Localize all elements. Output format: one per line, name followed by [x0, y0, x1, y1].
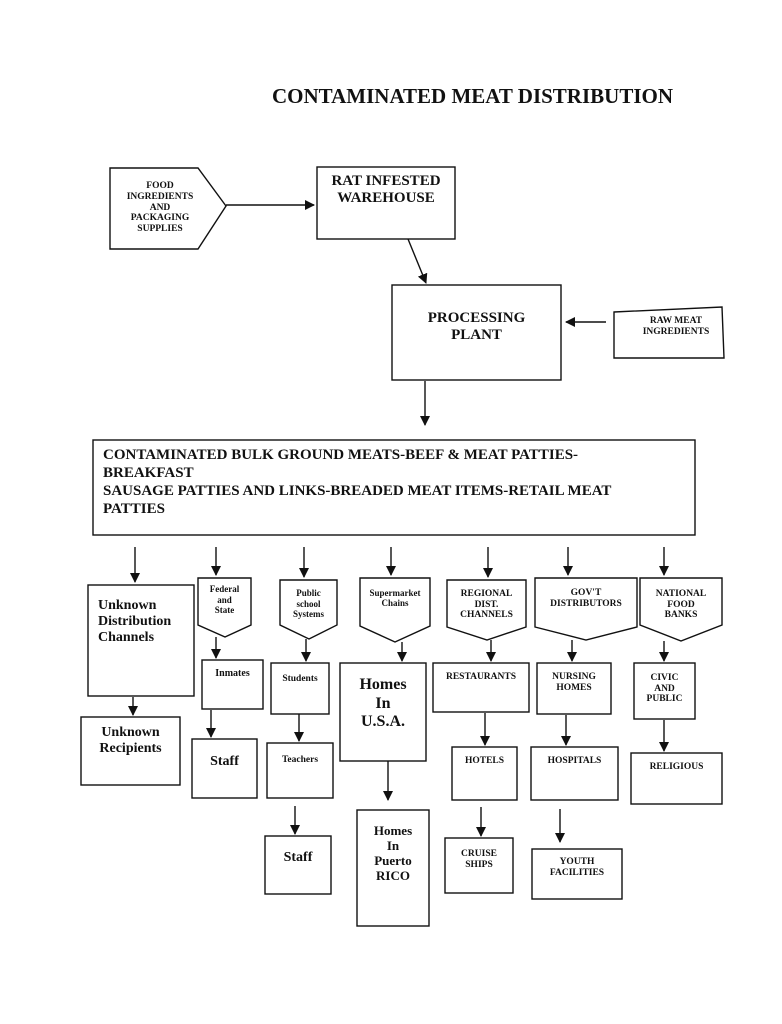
federal-staff-label: Staff — [210, 753, 239, 769]
public-school-shape — [279, 579, 338, 640]
supermarket-shape — [359, 577, 431, 643]
youth-facilities-box — [531, 848, 623, 900]
processing-plant-label: PROCESSING PLANT — [427, 309, 526, 343]
contaminated-products-banner — [92, 439, 696, 536]
food-banks-label: NATIONAL FOOD BANKS — [655, 588, 707, 621]
religious-label: RELIGIOUS — [649, 761, 704, 772]
hotels-label: HOTELS — [464, 755, 505, 766]
youth-facilities-label: YOUTH FACILITIES — [549, 857, 605, 878]
students-box — [270, 662, 330, 715]
inmates-box — [201, 659, 264, 710]
civic-public-box — [633, 662, 696, 720]
unknown-channels-label: Unknown Distribution Channels — [98, 597, 172, 646]
restaurants-box — [432, 662, 530, 713]
restaurants-label: RESTAURANTS — [445, 671, 517, 682]
school-staff-label: Staff — [283, 849, 313, 865]
arrow-warehouse-to-plant — [407, 238, 428, 284]
hospitals-box — [530, 746, 619, 801]
inmates-label: Inmates — [215, 668, 250, 680]
students-label: Students — [282, 673, 318, 684]
cruise-ships-label: CRUISE SHIPS — [461, 849, 497, 870]
warehouse-box — [316, 166, 456, 240]
hotels-box — [451, 746, 518, 801]
contaminated-products-text: CONTAMINATED BULK GROUND MEATS-BEEF & ME… — [103, 447, 612, 517]
regional-label: REGIONAL DIST. CHANNELS — [460, 588, 513, 621]
federal-state-shape — [197, 577, 252, 638]
regional-shape — [446, 579, 527, 641]
religious-box — [630, 752, 723, 805]
unknown-recipients-label: Unknown Recipients — [99, 724, 162, 756]
homes-puerto-rico-label: Homes In Puerto RICO — [373, 823, 413, 883]
govt-shape — [534, 577, 638, 641]
raw-meat-label: RAW MEAT INGREDIENTS — [642, 316, 710, 337]
food-banks-shape — [639, 577, 723, 642]
nursing-homes-label: NURSING HOMES — [552, 672, 596, 693]
federal-state-label: Federal and State — [209, 584, 240, 616]
nursing-homes-box — [536, 662, 612, 715]
civic-public-label: CIVIC AND PUBLIC — [646, 672, 683, 705]
homes-puerto-rico-box — [356, 809, 430, 927]
federal-staff-box — [191, 738, 258, 799]
raw-meat-shape — [613, 306, 725, 359]
page-title: CONTAMINATED MEAT DISTRIBUTION — [272, 84, 673, 108]
hospitals-label: HOSPITALS — [547, 755, 602, 766]
processing-plant-box — [391, 284, 562, 381]
unknown-channels-box — [87, 584, 195, 697]
warehouse-label: RAT INFESTED WAREHOUSE — [331, 172, 441, 206]
food-ingredients-label: FOOD INGREDIENTS AND PACKAGING SUPPLIES — [126, 180, 194, 235]
school-staff-box — [264, 835, 332, 895]
cruise-ships-box — [444, 837, 514, 894]
teachers-box — [266, 742, 334, 799]
supermarket-label: Supermarket Chains — [369, 587, 421, 608]
teachers-label: Teachers — [281, 754, 319, 765]
food-ingredients-shape — [109, 167, 227, 250]
govt-label: GOV'T DISTRIBUTORS — [550, 588, 622, 609]
public-school-label: Public school Systems — [293, 588, 324, 620]
homes-usa-box — [339, 662, 427, 762]
unknown-recipients-box — [80, 716, 181, 786]
homes-usa-label: Homes In U.S.A. — [359, 676, 407, 731]
